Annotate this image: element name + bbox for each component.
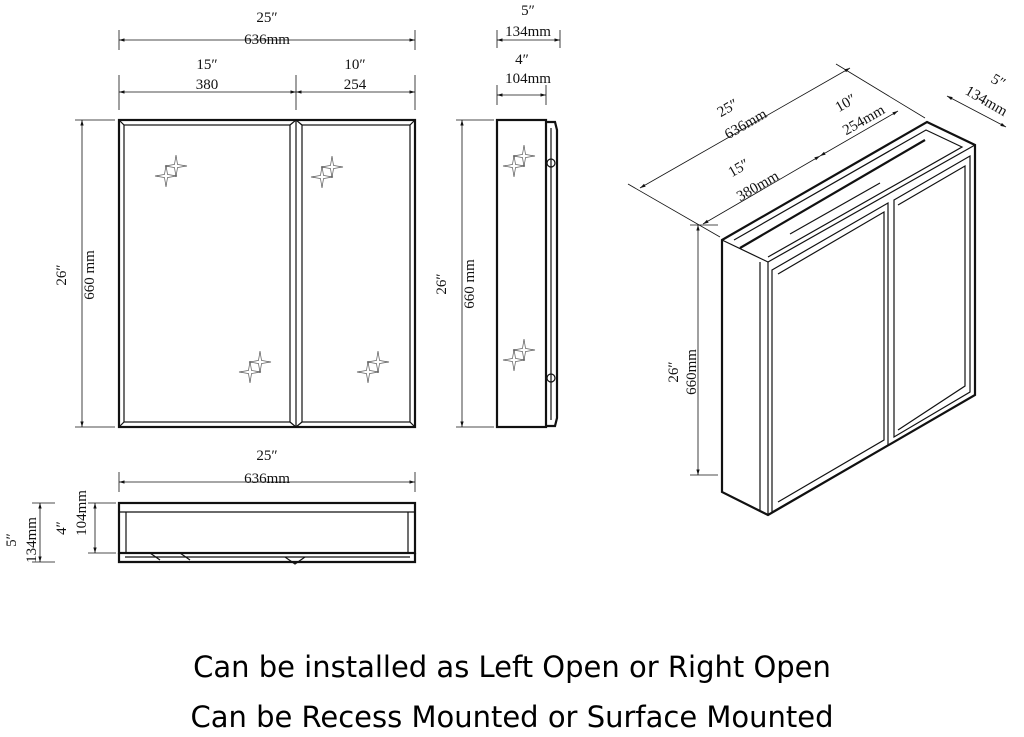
iso-depth-in: 5″ [988, 71, 1008, 92]
caption-mounting: Can be Recess Mounted or Surface Mounted [190, 700, 834, 734]
front-left-door [123, 124, 291, 423]
side-height-in: 26″ [434, 273, 450, 294]
iso-right-in: 10″ [833, 91, 859, 115]
iso-body [720, 120, 977, 517]
isometric-view: 25″ 636mm 15″ 380mm 10″ 254mm 5″ 134mm 2… [627, 63, 1010, 517]
front-right-door [301, 124, 411, 423]
iso-left-door [771, 201, 889, 514]
front-view: 25″ 636mm 15″ 380 10″ 254 [54, 10, 417, 429]
front-outline [117, 118, 417, 429]
top-depth-in: 5″ [4, 533, 20, 547]
iso-height-in: 26″ [666, 361, 682, 382]
top-inner-mm: 104mm [74, 490, 90, 536]
side-height-mm: 660 mm [462, 259, 478, 309]
caption-open-direction: Can be installed as Left Open or Right O… [193, 650, 831, 684]
side-inner-mm: 104mm [505, 71, 551, 87]
side-depth-mm: 134mm [505, 24, 551, 40]
side-depth-in: 5″ [521, 3, 535, 19]
front-height-in: 26″ [54, 264, 70, 285]
front-left-in: 15″ [196, 57, 217, 73]
iso-left-in: 15″ [726, 156, 752, 180]
iso-depth-mm: 134mm [962, 83, 1010, 120]
iso-width-in: 25″ [715, 96, 741, 120]
top-width-mm: 636mm [244, 471, 290, 487]
iso-height-mm: 660mm [684, 349, 700, 395]
hinge-icon [546, 158, 556, 168]
front-height-mm: 660 mm [82, 250, 98, 300]
side-outline [495, 118, 548, 429]
iso-right-door [893, 154, 971, 439]
mirror-sparkle-icon [154, 164, 178, 188]
top-inner-in: 4″ [54, 521, 70, 535]
top-view: 25″ 636mm 4″ 104mm 5″ 134mm [4, 448, 417, 565]
front-width-in: 25″ [256, 10, 277, 26]
front-right-in: 10″ [344, 57, 365, 73]
side-inner-in: 4″ [515, 52, 529, 68]
front-right-mm: 254 [344, 77, 367, 93]
top-width-in: 25″ [256, 448, 277, 464]
side-view: 5″ 134mm 4″ 104mm 26″ 660 mm [434, 3, 561, 429]
front-width-mm: 636mm [244, 32, 290, 48]
front-left-mm: 380 [196, 77, 219, 93]
top-outline [117, 501, 417, 555]
top-depth-mm: 134mm [24, 517, 40, 563]
